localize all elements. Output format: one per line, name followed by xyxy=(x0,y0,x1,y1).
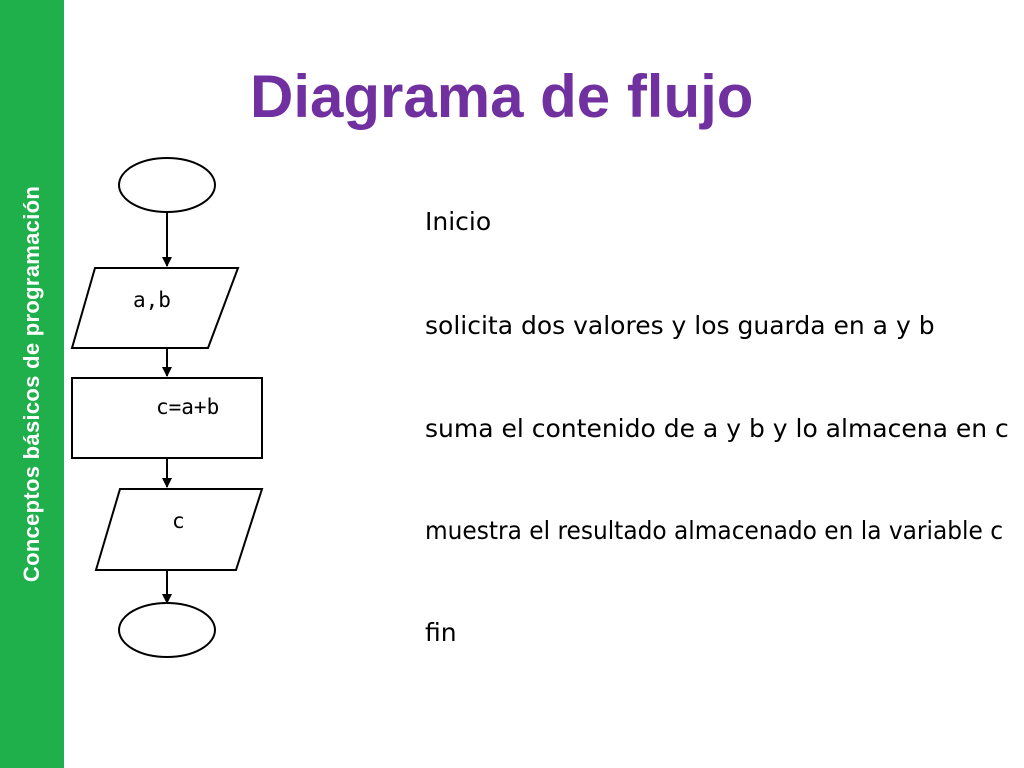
step-description: solicita dos valores y los guarda en a y… xyxy=(425,311,935,340)
process-label: c=a+b xyxy=(156,395,219,419)
end-terminal xyxy=(118,602,216,658)
input-label: a,b xyxy=(133,288,171,312)
output-label: c xyxy=(172,509,185,533)
process-rectangle xyxy=(71,377,263,459)
step-description: suma el contenido de a y b y lo almacena… xyxy=(425,414,1009,443)
step-description: Inicio xyxy=(425,207,491,236)
input-parallelogram xyxy=(70,267,240,349)
sidebar-band: Conceptos básicos de programación xyxy=(0,0,64,768)
step-description: fin xyxy=(425,618,457,647)
start-terminal xyxy=(118,157,216,213)
output-parallelogram xyxy=(94,488,264,571)
page-title: Diagrama de flujo xyxy=(250,63,754,130)
step-description: muestra el resultado almacenado en la va… xyxy=(425,516,1003,545)
